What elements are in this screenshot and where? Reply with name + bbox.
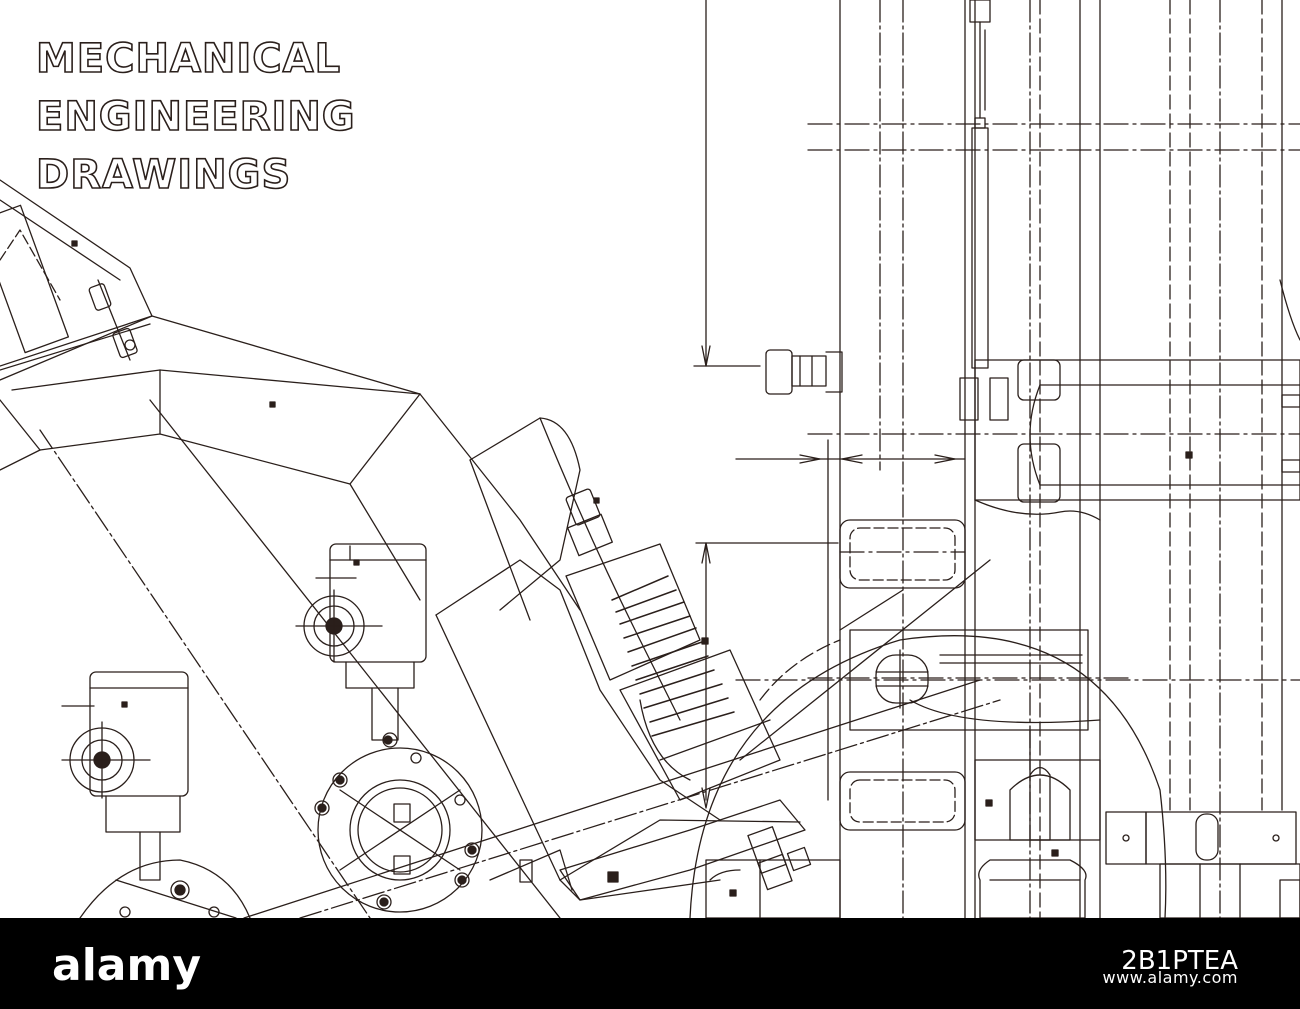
top-rod [969, 0, 991, 369]
duct-bolts [88, 279, 138, 361]
dimension-lines [693, 0, 966, 809]
flange-valve-lower [79, 859, 251, 918]
column-blocks [839, 519, 966, 831]
title-line-2: ENGINEERING [35, 93, 356, 141]
angled-duct [0, 179, 581, 918]
gearbox [974, 729, 1300, 918]
large-arc [689, 635, 1167, 918]
elbow-housing [435, 417, 801, 901]
actuator-upper [295, 543, 427, 741]
column-fitting [765, 349, 843, 395]
construction-lines [243, 559, 1001, 918]
clevis-assembly [807, 629, 1131, 731]
flange-valve-middle [314, 732, 483, 913]
stock-footer: alamy 2B1PTEA www.alamy.com [0, 918, 1300, 1009]
image-code: 2B1PTEA [1121, 946, 1238, 976]
base-plate [489, 799, 812, 901]
title-line-3: DRAWINGS [35, 151, 292, 199]
brand-logo: alamy [52, 940, 201, 991]
stock-url: www.alamy.com [1102, 968, 1238, 987]
blueprint-drawing [0, 0, 1300, 918]
title-line-1: MECHANICAL [35, 35, 342, 83]
cross-beam [959, 279, 1300, 521]
title-block: MECHANICAL ENGINEERING DRAWINGS [35, 30, 356, 204]
blueprint-canvas: MECHANICAL ENGINEERING DRAWINGS [0, 0, 1300, 918]
actuator-lower [61, 671, 189, 881]
spring-damper [565, 488, 781, 801]
axis-lines [735, 123, 1300, 681]
